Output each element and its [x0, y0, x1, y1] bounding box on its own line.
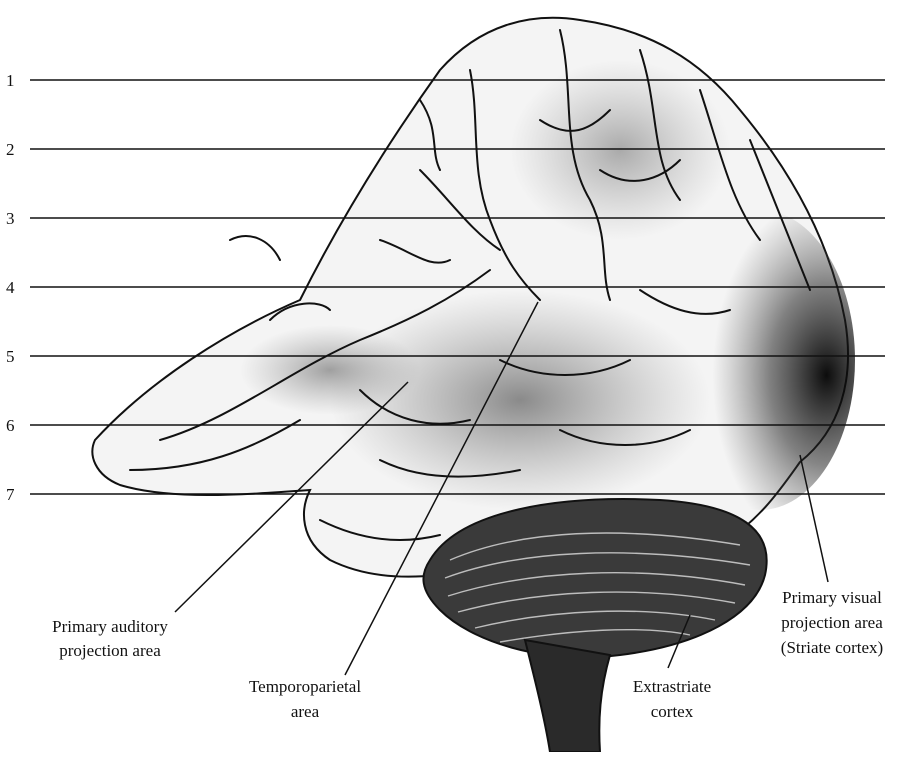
level-number: 1 — [6, 71, 15, 90]
label-temporoparietal: Temporoparietal area — [249, 677, 361, 721]
label-primary-visual: Primary visual projection area (Striate … — [781, 588, 883, 657]
label-line: Primary auditory — [52, 617, 168, 636]
label-line: projection area — [781, 613, 883, 632]
level-number: 5 — [6, 347, 15, 366]
label-line: Primary visual — [782, 588, 882, 607]
level-number: 7 — [6, 485, 15, 504]
parietal-shading — [510, 60, 730, 240]
level-number: 6 — [6, 416, 15, 435]
level-number: 2 — [6, 140, 15, 159]
label-line: area — [291, 702, 320, 721]
frontal-shading — [240, 325, 420, 415]
label-extrastriate: Extrastriate cortex — [633, 677, 711, 721]
label-line: projection area — [59, 641, 161, 660]
label-line: (Striate cortex) — [781, 638, 883, 657]
cerebellum — [423, 499, 766, 657]
brainstem — [525, 640, 610, 752]
cerebellum-outline — [423, 499, 766, 657]
level-number: 4 — [6, 278, 15, 297]
level-number: 3 — [6, 209, 15, 228]
label-line: cortex — [651, 702, 694, 721]
label-primary-auditory: Primary auditory projection area — [52, 617, 168, 660]
label-line: Extrastriate — [633, 677, 711, 696]
label-line: Temporoparietal — [249, 677, 361, 696]
